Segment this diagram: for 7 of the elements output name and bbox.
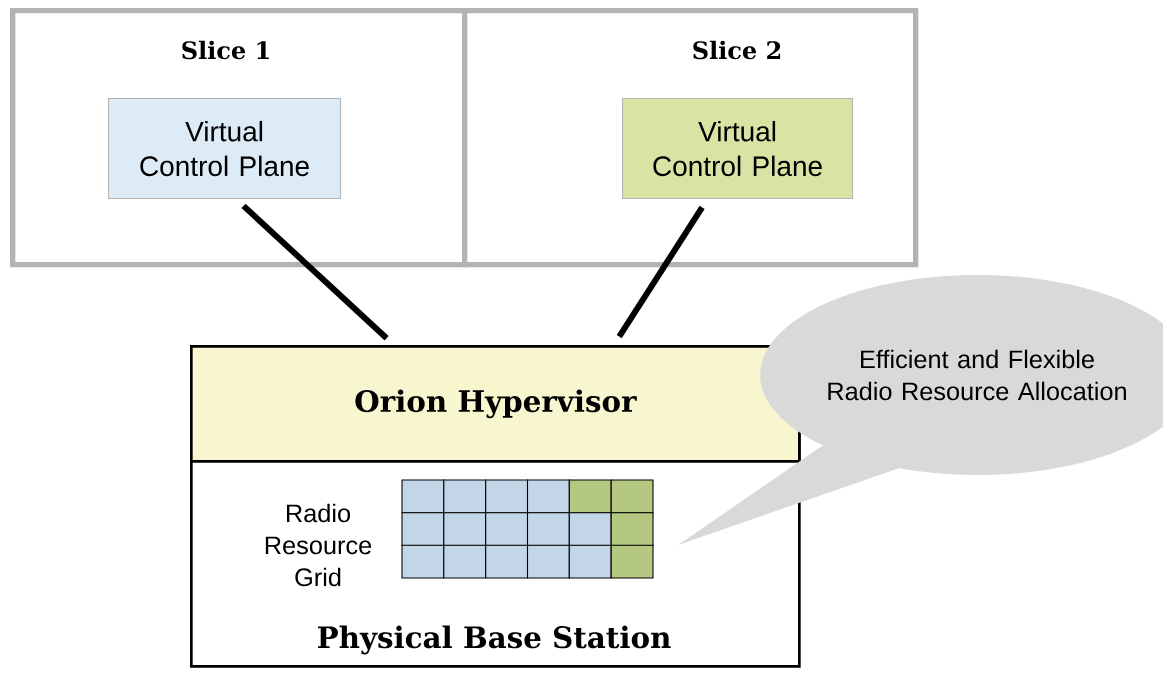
connector-line [616, 205, 705, 339]
hypervisor-band: Orion Hypervisor [190, 345, 801, 463]
speech-bubble: Efficient and Flexible Radio Resource Allocation [678, 275, 1163, 545]
connector-line [241, 203, 389, 341]
control-plane-box: Virtual Control Plane [622, 98, 854, 200]
grid-label: Radio Resource Grid [265, 503, 372, 587]
control-plane-box: Virtual Control Plane [108, 98, 342, 200]
